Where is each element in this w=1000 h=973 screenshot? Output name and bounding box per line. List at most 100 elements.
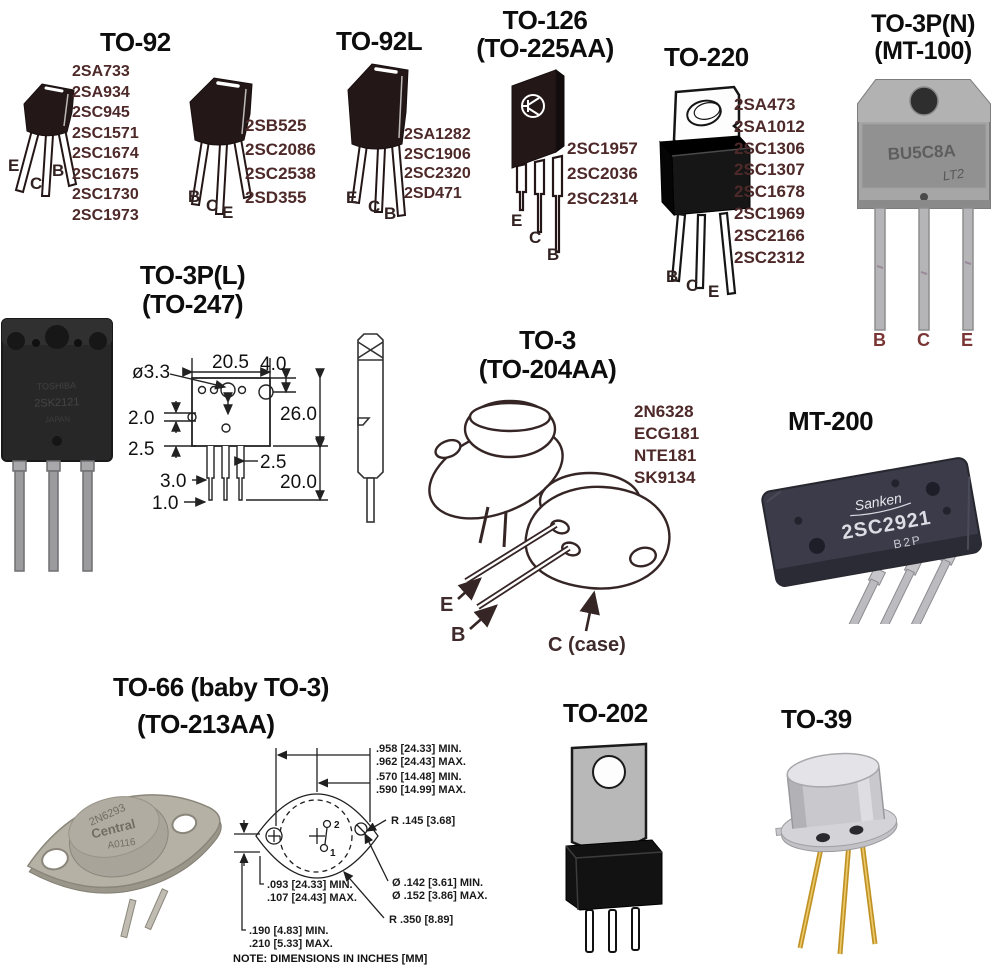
to3-lead-wires	[464, 522, 571, 610]
to3-subtitle: (TO-204AA)	[478, 354, 617, 384]
svg-text:ø3.3: ø3.3	[132, 362, 170, 383]
to3-pin-b: B	[451, 624, 465, 646]
to3pl-dim-labels: 20.5 4.0 ø3.3 2.0 2.5 26.0 2.5 3.0 1.0 2…	[128, 352, 317, 514]
part-number: 2SC2320	[404, 165, 471, 182]
to220-transistor-drawing: B C E	[658, 85, 752, 297]
part-number: 2SA1282	[404, 126, 471, 143]
part-number: 2SC1906	[404, 145, 471, 163]
to92l-pin-c: C	[368, 197, 380, 216]
part-number: 2SC1973	[72, 206, 139, 224]
to202-title: TO-202	[563, 698, 648, 728]
to92-pin2-e: E	[222, 203, 233, 222]
svg-text:4.0: 4.0	[260, 354, 286, 375]
part-number: 2SC1307	[734, 160, 805, 180]
to92-large-transistor-drawing: B C E	[188, 77, 253, 222]
part-number: 2SC1969	[734, 203, 805, 223]
svg-text:20.5: 20.5	[212, 352, 249, 373]
to3pn-leads	[874, 207, 974, 331]
to3-part-list: 2N6328 ECG181 NTE181 SK9134	[634, 401, 699, 489]
part-number: 2SD355	[245, 188, 307, 207]
to3-pin-c-case: C (case)	[548, 634, 626, 655]
to3-title: TO-3	[519, 325, 576, 355]
svg-text:Ø .142 [3.61] MIN.: Ø .142 [3.61] MIN.	[392, 877, 483, 889]
to3pn-subtitle: (MT-100)	[874, 37, 972, 65]
to39-package-photo	[775, 752, 898, 955]
svg-text:.210 [5.33] MAX.: .210 [5.33] MAX.	[249, 938, 333, 950]
part-number: NTE181	[634, 446, 697, 465]
to92l-title: TO-92L	[336, 26, 423, 56]
to3pl-side-view-drawing	[357, 333, 384, 523]
to3pl-title: TO-3P(L)	[139, 260, 246, 290]
part-number: 2SB525	[245, 116, 307, 135]
to66-title: TO-66 (baby TO-3)	[113, 672, 329, 702]
to3pl-device-marking: TOSHIBA 2SK2121 JAPAN	[34, 380, 80, 424]
svg-text:.570 [14.48] MIN.: .570 [14.48] MIN.	[376, 771, 462, 783]
to220-pin-b: B	[666, 267, 678, 286]
to126-pin-c: C	[529, 228, 541, 247]
part-number: 2SC2538	[245, 164, 316, 183]
to66-dimension-drawing: .958 [24.33] MIN. .962 [24.43] MAX. .570…	[234, 743, 487, 950]
to92-pin-c: C	[30, 174, 42, 193]
to66-pin1-label: 1	[330, 848, 336, 859]
mt200-package-photo: Sanken 2SC2921 B2P	[761, 457, 982, 624]
to126-part-list: 2SC1957 2SC2036 2SC2314	[567, 136, 638, 211]
part-number: 2SC2312	[734, 247, 805, 267]
to126-subtitle: (TO-225AA)	[476, 33, 614, 63]
to3pn-pin-e: E	[961, 330, 973, 348]
part-number: SK9134	[634, 468, 696, 487]
part-number: 2SC945	[72, 104, 130, 121]
part-number: 2SC1678	[734, 182, 805, 202]
to3pn-pin-c: C	[917, 330, 930, 348]
to66-dim-labels: .958 [24.33] MIN. .962 [24.43] MAX. .570…	[249, 743, 487, 950]
part-number: 2SC1957	[567, 139, 638, 158]
to220-title: TO-220	[664, 42, 749, 72]
to3pn-lot-marking: LT2	[942, 166, 966, 184]
to92-small-transistor-drawing: E C B	[8, 83, 78, 197]
svg-text:2SK2121: 2SK2121	[34, 396, 80, 410]
to66-dimension-note: NOTE: DIMENSIONS IN INCHES [MM]	[233, 953, 428, 965]
part-number: 2SC2166	[734, 225, 805, 245]
svg-text:3.0: 3.0	[160, 471, 186, 492]
to3pn-heading: TO-3P(N) (MT-100)	[853, 10, 993, 66]
part-number: 2SA733	[72, 63, 130, 80]
to92-pin-e: E	[8, 156, 19, 175]
part-number: 2SA1012	[734, 116, 805, 136]
transistor-symbol-icon	[521, 94, 545, 118]
part-number: 2SC1674	[72, 145, 139, 162]
to92-pin2-b: B	[188, 187, 200, 206]
to3-pin-e: E	[440, 594, 453, 616]
part-number: ECG181	[634, 424, 700, 443]
to3pn-title: TO-3P(N)	[871, 10, 975, 38]
svg-text:20.0: 20.0	[280, 472, 317, 493]
part-number: 2SD471	[404, 184, 462, 202]
to220-part-list: 2SA473 2SA1012 2SC1306 2SC1307 2SC1678 2…	[734, 94, 805, 268]
to92-part-list: 2SA733 2SA934 2SC945 2SC1571 2SC1674 2SC…	[72, 62, 139, 226]
part-number: 2SC2086	[245, 140, 316, 159]
mt200-title: MT-200	[788, 406, 874, 436]
to220-pin-e: E	[708, 282, 719, 297]
svg-text:R .350 [8.89]: R .350 [8.89]	[389, 914, 454, 926]
to3pn-pin-b: B	[873, 330, 886, 348]
part-number: 2SC1730	[72, 186, 139, 203]
to3pn-device-marking: BU5C8A	[887, 141, 956, 164]
svg-text:2.0: 2.0	[128, 408, 154, 429]
to126-title: TO-126	[502, 5, 588, 35]
to92-part-list-2: 2SB525 2SC2086 2SC2538 2SD355	[245, 114, 316, 210]
to3pn-package-photo: BU5C8A LT2 B C E	[857, 79, 991, 348]
part-number: 2N6328	[634, 402, 694, 421]
svg-text:.190 [4.83] MIN.: .190 [4.83] MIN.	[249, 925, 328, 937]
svg-text:2.5: 2.5	[128, 439, 154, 460]
svg-text:.962 [24.43] MAX.: .962 [24.43] MAX.	[376, 756, 466, 768]
to92l-pin-b: B	[384, 204, 396, 220]
svg-text:.958 [24.33] MIN.: .958 [24.33] MIN.	[376, 743, 462, 755]
part-number: 2SA934	[72, 83, 130, 101]
to92-pin2-c: C	[206, 196, 218, 215]
part-number: 2SC1306	[734, 138, 805, 158]
to3pl-leads	[12, 460, 95, 572]
to3pl-package-photo: TOSHIBA 2SK2121 JAPAN	[1, 318, 113, 572]
to3-package-drawing: E B C (case)	[428, 399, 671, 655]
to66-pin2-label: 2	[334, 820, 340, 831]
to92-pin-b: B	[52, 161, 64, 180]
to66-leads	[120, 888, 169, 939]
